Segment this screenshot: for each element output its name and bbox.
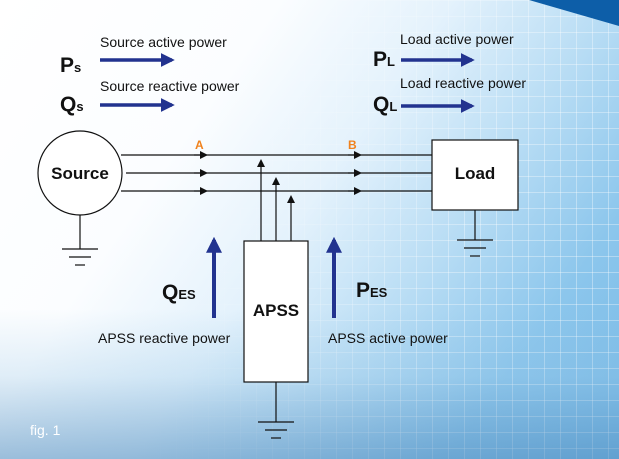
source-ground-icon [62,248,98,266]
load-label: Load [455,164,496,183]
node-a-label: A [195,138,204,152]
load-active-power-label: Load active power [400,31,514,47]
qes-symbol: QES [162,281,196,304]
figure-caption: fig. 1 [30,422,61,438]
load-box [431,139,519,211]
source-active-power-label: Source active power [100,34,227,50]
corner-accent [529,0,619,26]
apss-reactive-power-label: APSS reactive power [98,330,231,346]
apss-ground-icon [258,421,294,439]
load-ground-icon [457,239,493,257]
ql-symbol: QL [373,93,397,116]
load-reactive-power-label: Load reactive power [400,75,526,91]
qs-symbol: Qs [60,93,84,116]
pl-symbol: PL [373,48,395,71]
apss-box [243,240,309,383]
background-haze [0,309,619,459]
apss-active-power-label: APSS active power [328,330,448,346]
node-b-label: B [348,138,357,152]
ps-symbol: Ps [60,54,81,77]
source-label: Source [51,164,109,183]
pes-symbol: PES [356,279,388,302]
apss-label: APSS [253,301,299,320]
source-reactive-power-label: Source reactive power [100,78,240,94]
